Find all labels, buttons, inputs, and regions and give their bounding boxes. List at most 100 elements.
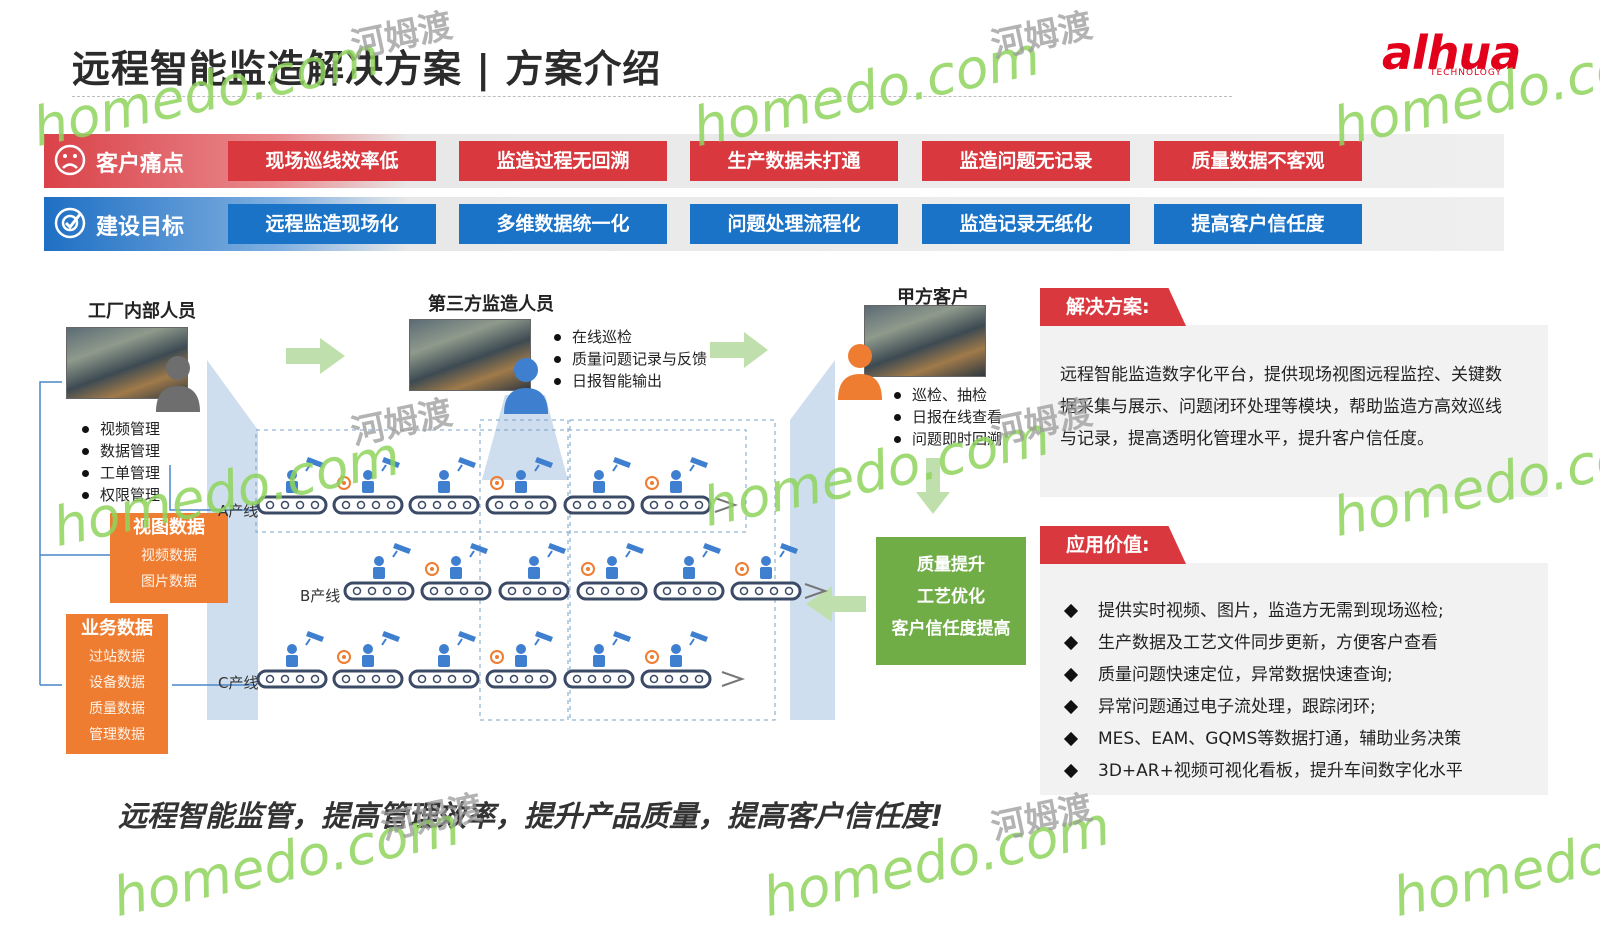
list-item: 数据管理 <box>80 440 160 462</box>
client-functions-list: 巡检、抽检 日报在线查看 问题即时回溯 <box>892 384 1002 450</box>
pain-points-label: 客户痛点 <box>96 152 185 177</box>
client-title: 甲方客户 <box>897 287 969 308</box>
thirdparty-view-beam <box>482 395 568 480</box>
value-list: 提供实时视频、图片，监造方无需到现场巡检; 生产数据及工艺文件同步更新，方便客户… <box>1062 595 1463 787</box>
business-data-item: 质量数据 <box>89 701 145 717</box>
client-view-beam <box>790 360 835 720</box>
conveyor-unit <box>256 457 328 515</box>
flow-arrow-right <box>710 332 768 368</box>
solution-tag: 解决方案: <box>1040 288 1186 326</box>
value-tag: 应用价值: <box>1040 526 1186 564</box>
data-connector <box>39 381 62 685</box>
list-item: 工单管理 <box>80 462 160 484</box>
value-panel: 提供实时视频、图片，监造方无需到现场巡检; 生产数据及工艺文件同步更新，方便客户… <box>1040 563 1548 795</box>
sad-face-icon <box>54 144 86 176</box>
flow-arrow-down <box>916 458 950 514</box>
value-item: MES、EAM、GQMS等数据打通，辅助业务决策 <box>1062 723 1463 755</box>
camera-zone-frame <box>479 419 569 721</box>
goals-label: 建设目标 <box>96 215 185 240</box>
outcome-box: 质量提升 工艺优化 客户信任度提高 <box>876 537 1026 665</box>
flow-arrow-left <box>806 586 866 622</box>
conveyor-unit <box>256 631 328 689</box>
list-item: 巡检、抽检 <box>892 384 1002 406</box>
production-lines-layer <box>256 457 802 689</box>
person-icon <box>156 356 200 412</box>
business-data-box: 业务数据 过站数据 设备数据 质量数据 管理数据 <box>66 614 168 754</box>
third-party-monitor-photo <box>409 319 531 391</box>
conveyor-unit <box>563 631 635 689</box>
page-title: 远程智能监造解决方案 | 方案介绍 <box>72 47 662 91</box>
outcome-item: 质量提升 <box>917 555 985 575</box>
view-data-title: 视图数据 <box>133 517 205 538</box>
list-item: 视频管理 <box>80 418 160 440</box>
list-item: 日报在线查看 <box>892 406 1002 428</box>
value-item: 提供实时视频、图片，监造方无需到现场巡检; <box>1062 595 1463 627</box>
view-data-box: 视图数据 视频数据 图片数据 <box>110 513 228 603</box>
client-monitor-photo <box>864 305 986 377</box>
conveyor-unit <box>498 543 570 601</box>
logo-subtitle: TECHNOLOGY <box>1430 68 1502 78</box>
factory-staff-title: 工厂内部人员 <box>88 301 196 322</box>
conveyor-unit <box>653 543 725 601</box>
line-label-a: A产线 <box>218 502 259 520</box>
dahua-logo: alhua <box>1382 26 1521 80</box>
conveyor-unit <box>332 457 404 515</box>
solution-panel: 远程智能监造数字化平台，提供现场视图远程监控、关键数据采集与展示、问题闭环处理等… <box>1040 325 1548 497</box>
pain-point-chip: 现场巡线效率低 <box>228 141 436 181</box>
view-data-item: 视频数据 <box>141 548 197 564</box>
factory-functions-list: 视频管理 数据管理 工单管理 权限管理 <box>80 418 160 506</box>
solution-text: 远程智能监造数字化平台，提供现场视图远程监控、关键数据采集与展示、问题闭环处理等… <box>1060 365 1502 449</box>
list-item: 权限管理 <box>80 484 160 506</box>
value-item: 生产数据及工艺文件同步更新，方便客户查看 <box>1062 627 1463 659</box>
conveyor-unit <box>485 631 557 689</box>
goal-chip: 远程监造现场化 <box>228 204 436 244</box>
conveyor-unit <box>420 543 492 601</box>
line-flow-arrow <box>714 497 739 513</box>
conveyor-unit <box>343 543 415 601</box>
data-connector <box>169 465 256 511</box>
goal-chip: 多维数据统一化 <box>459 204 667 244</box>
conveyor-unit <box>563 457 635 515</box>
goal-chip: 提高客户信任度 <box>1154 204 1362 244</box>
person-icon <box>838 344 882 400</box>
value-item: 异常问题通过电子流处理，跟踪闭环; <box>1062 691 1463 723</box>
workflow-diagram <box>39 332 950 721</box>
business-data-title: 业务数据 <box>81 618 153 639</box>
business-data-item: 过站数据 <box>89 649 145 665</box>
conveyor-unit <box>730 543 802 601</box>
business-data-item: 管理数据 <box>89 727 145 743</box>
pain-point-chip: 生产数据未打通 <box>690 141 898 181</box>
goals-band: 建设目标 远程监造现场化 多维数据统一化 问题处理流程化 监造记录无纸化 提高客… <box>44 197 1504 251</box>
list-item: 日报智能输出 <box>552 370 707 392</box>
conveyor-unit <box>332 631 404 689</box>
line-flow-arrow <box>804 583 829 599</box>
camera-zone-frame <box>569 419 776 721</box>
conveyor-unit <box>576 543 648 601</box>
third-party-title: 第三方监造人员 <box>428 294 554 315</box>
goal-chip: 问题处理流程化 <box>690 204 898 244</box>
list-item: 质量问题记录与反馈 <box>552 348 707 370</box>
outcome-item: 客户信任度提高 <box>891 619 1011 639</box>
pain-point-chip: 监造问题无记录 <box>922 141 1130 181</box>
title-divider <box>72 96 1232 97</box>
conveyor-unit <box>640 631 712 689</box>
pain-point-chip: 监造过程无回溯 <box>459 141 667 181</box>
conveyor-unit <box>408 631 480 689</box>
outcome-item: 工艺优化 <box>917 587 985 607</box>
flow-arrow-right <box>286 338 345 374</box>
conveyor-unit <box>408 457 480 515</box>
person-icon <box>504 358 548 414</box>
target-check-icon <box>54 207 86 239</box>
goal-chip: 监造记录无纸化 <box>922 204 1130 244</box>
business-data-item: 设备数据 <box>89 675 145 691</box>
value-item: 质量问题快速定位，异常数据快速查询; <box>1062 659 1463 691</box>
factory-view-beam <box>207 360 258 720</box>
line-flow-arrow <box>721 671 746 687</box>
watermark: homedo.com <box>1387 794 1600 929</box>
line-label-b: B产线 <box>300 587 341 605</box>
view-data-item: 图片数据 <box>141 574 197 590</box>
list-item: 在线巡检 <box>552 326 707 348</box>
third-party-functions-list: 在线巡检 质量问题记录与反馈 日报智能输出 <box>552 326 707 392</box>
slogan: 远程智能监管，提高管理效率，提升产品质量，提高客户信任度! <box>118 799 944 833</box>
line-label-c: C产线 <box>218 674 259 692</box>
